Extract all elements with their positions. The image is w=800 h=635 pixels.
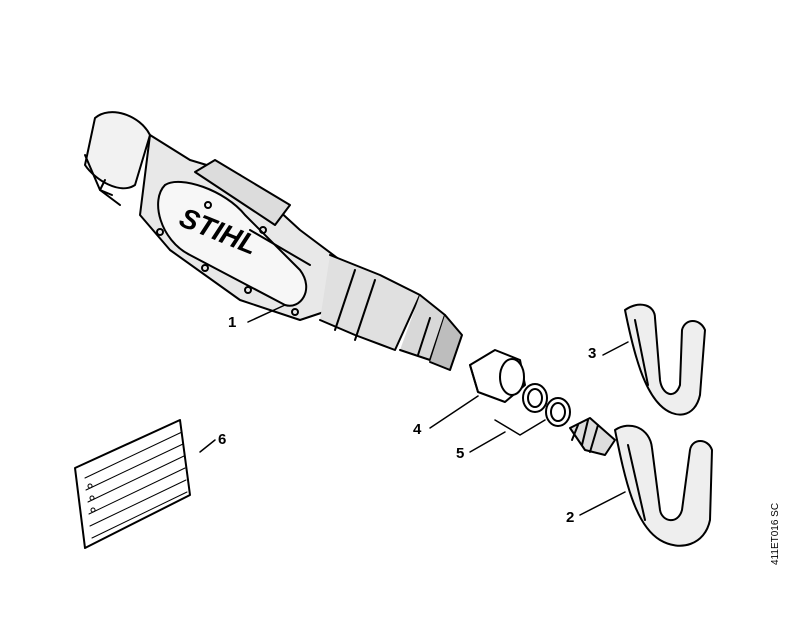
nut <box>469 349 526 403</box>
callout-3: 3 <box>588 345 597 362</box>
callout-1: 1 <box>228 314 237 331</box>
leader-2 <box>579 491 626 516</box>
leader-4 <box>429 395 479 429</box>
leader-5 <box>469 431 506 453</box>
guard-small <box>624 303 706 416</box>
leader-3 <box>602 341 629 356</box>
callout-2: 2 <box>566 509 575 526</box>
leader-6 <box>199 439 216 453</box>
label-sticker <box>74 419 191 549</box>
document-code: 411ET016 SC <box>770 502 781 565</box>
callout-6: 6 <box>218 431 227 448</box>
guard-large <box>569 417 713 547</box>
gear-head-assembly <box>84 111 463 371</box>
leader-5-bracket <box>494 419 546 436</box>
callout-4: 4 <box>413 421 422 438</box>
washers <box>522 383 571 427</box>
callout-5: 5 <box>456 445 465 462</box>
leader-1 <box>247 304 286 323</box>
leader-lines <box>199 304 629 516</box>
